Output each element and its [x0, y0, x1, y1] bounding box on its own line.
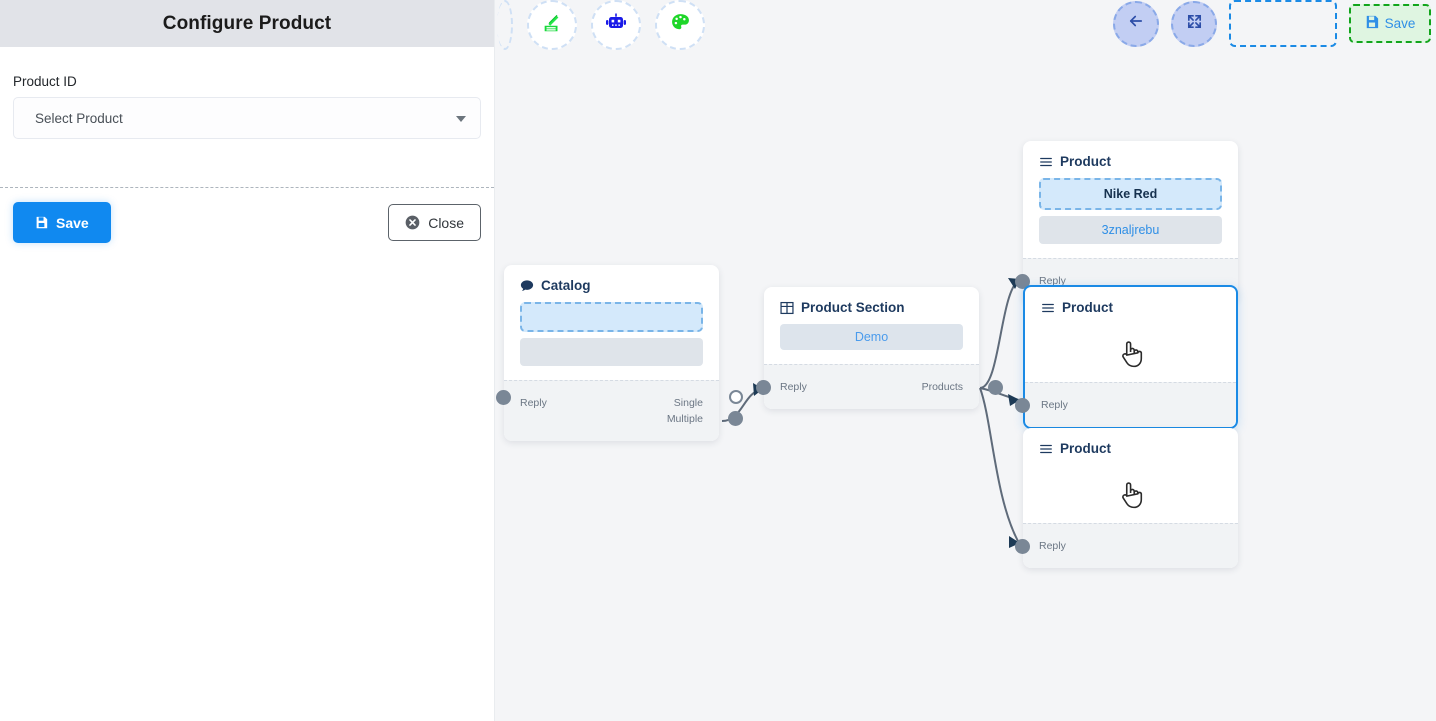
- node-catalog-header: Catalog: [504, 265, 719, 302]
- panel-divider: [0, 187, 494, 188]
- canvas-save-label: Save: [1384, 16, 1416, 31]
- node-product-2[interactable]: Product Reply: [1015, 285, 1238, 429]
- hand-pointer-cursor: [1114, 477, 1148, 511]
- node-product-1-title: Product: [1060, 154, 1112, 169]
- port-label-multiple: Multiple: [666, 413, 703, 425]
- list-lines-icon: [1039, 442, 1053, 456]
- product-select-value: Select Product: [35, 110, 123, 126]
- port-label-reply: Reply: [780, 381, 807, 393]
- node-product-2-footer: Reply: [1015, 382, 1236, 427]
- catalog-item-1[interactable]: [520, 338, 703, 366]
- canvas-save-button[interactable]: Save: [1349, 4, 1431, 43]
- port-label-reply: Reply: [1039, 275, 1066, 287]
- node-catalog[interactable]: Catalog Reply Single Multiple: [496, 265, 743, 441]
- save-button[interactable]: Save: [13, 202, 111, 243]
- panel-actions: Save Close: [13, 202, 481, 243]
- list-lines-icon: [1041, 301, 1055, 315]
- canvas-toolbar-left: [497, 0, 705, 50]
- port-label-reply: Reply: [1041, 399, 1068, 411]
- node-product-section-header: Product Section: [764, 287, 979, 324]
- page-title: Configure Product: [162, 12, 332, 34]
- node-product-2-body: [1025, 324, 1236, 382]
- close-button[interactable]: Close: [388, 204, 481, 241]
- product-1-item-0[interactable]: Nike Red: [1039, 178, 1222, 210]
- port-product-section-products[interactable]: [988, 380, 1003, 395]
- port-catalog-reply[interactable]: [496, 390, 511, 405]
- node-product-3-body: [1023, 465, 1238, 523]
- robot-icon-button[interactable]: [591, 0, 641, 50]
- robot-icon: [604, 11, 628, 40]
- port-label-products: Products: [921, 381, 963, 393]
- chevron-down-icon: [456, 116, 466, 122]
- product-id-label: Product ID: [13, 74, 77, 89]
- close-button-label: Close: [428, 214, 464, 231]
- back-button[interactable]: [1113, 0, 1159, 47]
- node-catalog-title: Catalog: [541, 278, 591, 293]
- fit-view-button[interactable]: [1171, 0, 1217, 47]
- node-product-2-title: Product: [1062, 300, 1114, 315]
- node-product-2-header: Product: [1025, 287, 1236, 324]
- palette-icon: [669, 11, 692, 39]
- x-circle-icon: [405, 215, 420, 230]
- node-product-3-footer: Reply: [1015, 523, 1238, 568]
- node-product-section-title: Product Section: [801, 300, 905, 315]
- hand-pointer-cursor: [1114, 336, 1148, 370]
- stack-publish-icon: [541, 12, 563, 39]
- catalog-item-0[interactable]: [520, 302, 703, 332]
- toolbar-placeholder-slot[interactable]: [1229, 0, 1337, 47]
- node-catalog-footer: Reply Single Multiple: [496, 380, 743, 441]
- palette-icon-button[interactable]: [655, 0, 705, 50]
- compress-fit-icon: [1186, 13, 1203, 35]
- port-label-reply: Reply: [1039, 540, 1066, 552]
- table-grid-icon: [780, 301, 794, 315]
- node-product-1-header: Product: [1023, 141, 1238, 178]
- port-catalog-multiple[interactable]: [728, 411, 743, 426]
- node-product-3[interactable]: Product Reply: [1015, 428, 1238, 568]
- node-product-1-body: Nike Red 3znaljrebu: [1023, 178, 1238, 258]
- save-button-label: Save: [56, 214, 89, 231]
- node-product-3-header: Product: [1023, 428, 1238, 465]
- configure-product-panel: Configure Product Product ID Select Prod…: [0, 0, 495, 721]
- port-product-3-reply[interactable]: [1015, 539, 1030, 554]
- port-product-section-reply[interactable]: [756, 380, 771, 395]
- list-lines-icon: [1039, 155, 1053, 169]
- node-product-section-footer: Reply Products: [756, 364, 1003, 409]
- product-section-item-demo[interactable]: Demo: [780, 324, 963, 350]
- node-catalog-body: [504, 302, 719, 380]
- node-product-3-title: Product: [1060, 441, 1112, 456]
- port-label-single: Single: [673, 397, 703, 409]
- stack-publish-icon-button[interactable]: [527, 0, 577, 50]
- floppy-disk-icon: [35, 216, 48, 229]
- node-product-section[interactable]: Product Section Demo Reply Products: [756, 287, 1003, 409]
- port-label-reply: Reply: [520, 397, 547, 409]
- panel-header: Configure Product: [0, 0, 494, 47]
- port-catalog-single[interactable]: [729, 390, 743, 404]
- node-product-1[interactable]: Product Nike Red 3znaljrebu Reply: [1015, 141, 1238, 303]
- canvas-toolbar-right: Save: [1113, 0, 1431, 47]
- toolbar-overflow-edge: [497, 0, 513, 50]
- product-select[interactable]: Select Product: [13, 97, 481, 139]
- flow-canvas[interactable]: Save Catalog Reply Single: [495, 0, 1436, 721]
- port-product-2-reply[interactable]: [1015, 398, 1030, 413]
- arrow-left-icon: [1127, 12, 1145, 35]
- panel-body: Product ID Select Product: [0, 47, 494, 139]
- floppy-disk-icon: [1365, 15, 1379, 32]
- chat-bubble-icon: [520, 279, 534, 293]
- product-1-item-1[interactable]: 3znaljrebu: [1039, 216, 1222, 244]
- node-product-section-body: Demo: [764, 324, 979, 364]
